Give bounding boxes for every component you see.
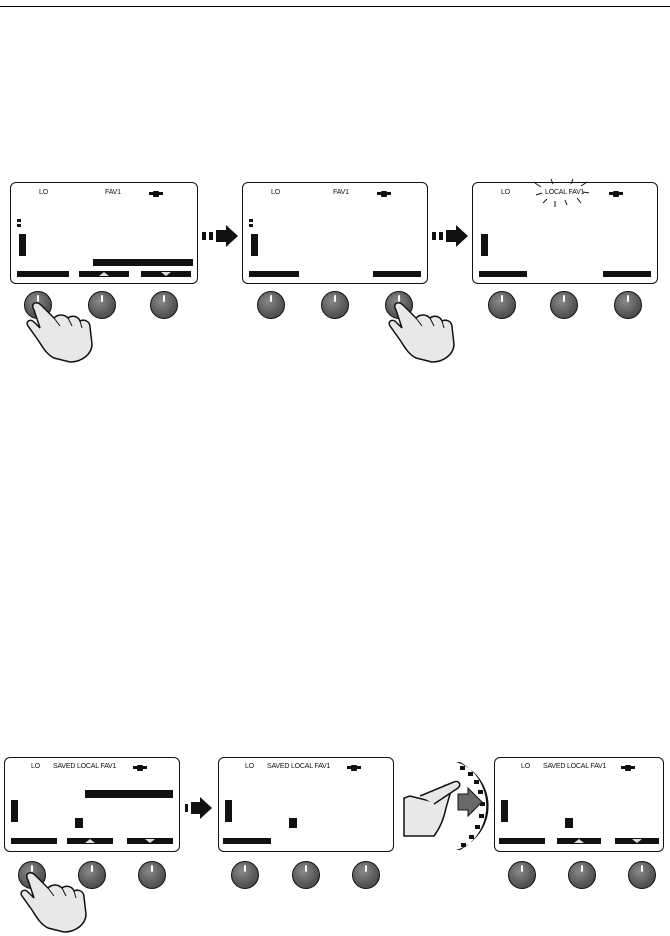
flashing-indicator-icon bbox=[533, 179, 593, 209]
softkey-bar-left bbox=[479, 271, 527, 277]
plug-icon bbox=[149, 192, 163, 195]
source-label: LO bbox=[245, 763, 254, 770]
softkey-bar-up bbox=[67, 838, 113, 844]
up-arrow-icon bbox=[99, 272, 109, 276]
down-arrow-icon bbox=[632, 839, 642, 843]
down-arrow-icon bbox=[145, 839, 155, 843]
down-arrow-icon bbox=[161, 272, 171, 276]
indicator-mark bbox=[249, 224, 253, 227]
softkey-bar-left bbox=[11, 838, 57, 844]
level-bar bbox=[501, 800, 508, 822]
softkey-knob-1[interactable] bbox=[231, 861, 259, 889]
softkey-bar-down bbox=[141, 271, 191, 277]
level-bar bbox=[225, 800, 232, 822]
softkey-knob-2[interactable] bbox=[568, 861, 596, 889]
softkey-knob-3[interactable] bbox=[614, 291, 642, 319]
softkey-bar-left bbox=[499, 838, 545, 844]
display-screen: LO FAV1 bbox=[242, 182, 428, 284]
indicator-mark bbox=[17, 219, 21, 222]
plug-icon bbox=[133, 766, 147, 769]
preset-label: FAV1 bbox=[333, 189, 349, 196]
pointing-hand-icon bbox=[24, 296, 114, 366]
softkey-knob-3[interactable] bbox=[138, 861, 166, 889]
softkey-knob-1[interactable] bbox=[508, 861, 536, 889]
source-label: LO bbox=[521, 763, 530, 770]
preset-label: FAV1 bbox=[105, 189, 121, 196]
softkey-bar-left bbox=[17, 271, 69, 277]
rotary-dial-icon bbox=[400, 758, 490, 853]
cursor-block bbox=[565, 818, 573, 828]
next-step-arrow-icon bbox=[430, 226, 470, 246]
display-screen: LO SAVED LOCAL FAV1 bbox=[4, 757, 180, 852]
preset-label: SAVED LOCAL FAV1 bbox=[53, 763, 116, 770]
softkey-bar-down bbox=[615, 838, 659, 844]
highlight-bar bbox=[93, 259, 193, 266]
display-screen: LO SAVED LOCAL FAV1 bbox=[494, 757, 664, 852]
pointing-hand-icon bbox=[386, 296, 476, 366]
cursor-block bbox=[75, 818, 83, 828]
level-bar bbox=[19, 234, 26, 256]
source-label: LO bbox=[39, 189, 48, 196]
indicator-mark bbox=[249, 219, 253, 222]
softkey-knob-1[interactable] bbox=[257, 291, 285, 319]
up-arrow-icon bbox=[85, 839, 95, 843]
indicator-mark bbox=[17, 224, 21, 227]
source-label: LO bbox=[271, 189, 280, 196]
display-screen: LO SAVED LOCAL FAV1 bbox=[218, 757, 394, 852]
softkey-bar-up bbox=[557, 838, 601, 844]
softkey-knob-3[interactable] bbox=[352, 861, 380, 889]
display-screen: LO FAV1 bbox=[10, 182, 198, 284]
softkey-knob-2[interactable] bbox=[292, 861, 320, 889]
softkey-bar-right bbox=[373, 271, 421, 277]
softkey-knob-1[interactable] bbox=[488, 291, 516, 319]
pointing-hand-icon bbox=[18, 866, 108, 936]
cursor-block bbox=[289, 818, 297, 828]
softkey-bar-up bbox=[79, 271, 129, 277]
preset-label: SAVED LOCAL FAV1 bbox=[267, 763, 330, 770]
source-label: LO bbox=[501, 189, 510, 196]
level-bar bbox=[251, 234, 258, 256]
plug-icon bbox=[609, 192, 623, 195]
next-step-arrow-icon bbox=[200, 226, 240, 246]
plug-icon bbox=[347, 766, 361, 769]
softkey-bar-down bbox=[127, 838, 173, 844]
source-label: LO bbox=[31, 763, 40, 770]
level-bar bbox=[11, 800, 18, 822]
highlight-bar bbox=[85, 790, 173, 798]
softkey-knob-2[interactable] bbox=[550, 291, 578, 319]
softkey-bar-left bbox=[249, 271, 299, 277]
softkey-knob-3[interactable] bbox=[150, 291, 178, 319]
softkey-knob-2[interactable] bbox=[321, 291, 349, 319]
plug-icon bbox=[621, 766, 635, 769]
next-step-arrow-icon bbox=[184, 798, 216, 818]
plug-icon bbox=[377, 192, 391, 195]
softkey-bar-right bbox=[603, 271, 651, 277]
up-arrow-icon bbox=[574, 839, 584, 843]
display-screen: LO LOCAL FAV1 bbox=[472, 182, 658, 284]
softkey-knob-3[interactable] bbox=[628, 861, 656, 889]
preset-label: SAVED LOCAL FAV1 bbox=[543, 763, 606, 770]
level-bar bbox=[481, 234, 488, 256]
page-header-rule bbox=[0, 6, 670, 7]
softkey-bar-left bbox=[223, 838, 271, 844]
